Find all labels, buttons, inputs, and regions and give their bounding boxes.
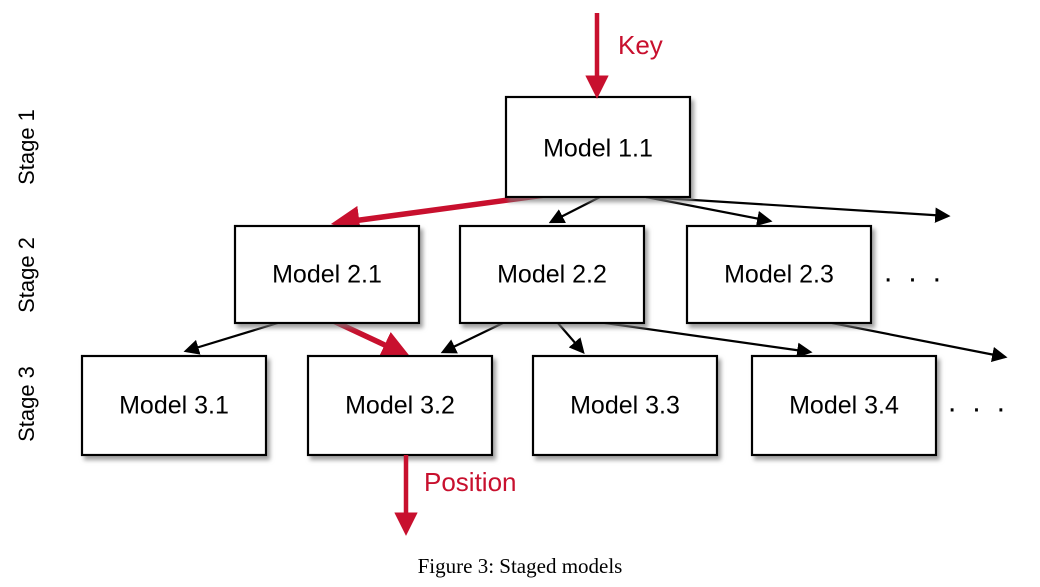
key-label: Key [618,30,663,60]
stage-label-2: Stage 2 [14,237,39,313]
model-box-model-3-1[interactable]: Model 3.1 [80,354,268,457]
stage-label-1: Stage 1 [14,109,39,185]
model-box-model-1-1[interactable]: Model 1.1 [504,95,692,199]
edge-model-2-2-to-model-3-4 [597,320,813,358]
model-box-label: Model 3.2 [345,392,455,420]
position-output-arrow-group: Position [394,455,517,536]
stage-label-3: Stage 3 [14,366,39,442]
model-box-model-2-2[interactable]: Model 2.2 [458,224,646,325]
position-label: Position [424,467,517,497]
model-box-label: Model 3.3 [570,392,680,420]
edge-model-2-3-to-stage-3-more [831,321,1008,363]
edge-model-2-2-to-model-3-3 [556,321,585,354]
figure-caption: Figure 3: Staged models [418,554,623,578]
edge-model-1-1-to-stage-2-more [645,195,951,223]
model-box-label: Model 1.1 [543,135,653,163]
edge-model-1-1-to-model-2-2 [548,196,601,224]
model-box-label: Model 2.2 [497,261,607,289]
stage-labels-group: Stage 1 Stage 2 Stage 3 [14,109,39,442]
edge-model-1-1-to-model-2-3 [645,195,773,227]
model-box-label: Model 2.1 [272,261,382,289]
key-input-arrow-group: Key [585,13,663,99]
edge-model-2-2-to-model-3-2 [440,321,506,354]
stage-3-ellipsis: · · · [947,392,1009,425]
model-box-label: Model 3.1 [119,392,229,420]
model-box-model-3-3[interactable]: Model 3.3 [531,354,719,457]
model-box-model-2-1[interactable]: Model 2.1 [233,224,421,325]
stage-2-ellipsis: · · · [883,262,945,295]
model-box-model-3-2[interactable]: Model 3.2 [306,354,494,457]
edges-group [183,190,1008,363]
model-box-model-3-4[interactable]: Model 3.4 [750,354,938,457]
model-box-model-2-3[interactable]: Model 2.3 [685,224,873,325]
edge-model-2-1-to-model-3-1 [183,320,282,355]
model-box-label: Model 2.3 [724,261,834,289]
model-box-label: Model 3.4 [789,392,899,420]
